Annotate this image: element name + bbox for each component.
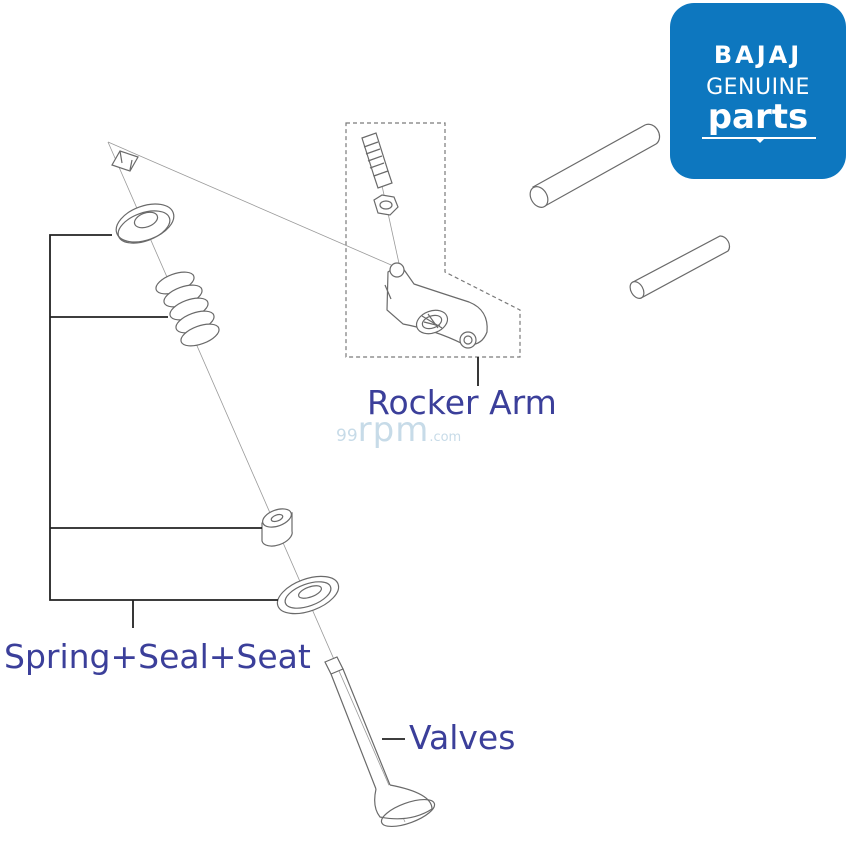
logo-tick-mark	[755, 138, 765, 143]
watermark-word: rpm	[357, 410, 430, 450]
rocker-shaft-short	[629, 235, 731, 299]
logo-parts: parts	[707, 97, 809, 137]
tappet-lock-nut	[373, 194, 399, 216]
site-watermark: 99rpm.com	[336, 410, 461, 450]
spring-retainer	[115, 203, 175, 244]
logo-genuine: GENUINE	[706, 75, 810, 100]
rocker-group-boundary	[345, 122, 521, 358]
rocker-shaft-long	[529, 123, 661, 208]
valve-spring	[155, 271, 220, 347]
valve-stem-seal	[261, 508, 293, 547]
tappet-adjusting-screw	[361, 132, 393, 189]
logo-brand: BAJAJ	[713, 41, 803, 69]
watermark-digits: 99	[336, 426, 358, 446]
valves-label: Valves	[409, 718, 516, 757]
rocker-arm-label: Rocker Arm	[367, 383, 557, 422]
bajaj-genuine-parts-logo: BAJAJ GENUINE parts	[670, 3, 846, 179]
watermark-suffix: .com	[429, 430, 462, 445]
valve-axis-line	[107, 141, 406, 823]
rocker-arm	[384, 262, 488, 349]
valve-cotter	[111, 150, 139, 172]
rocker-axis-line	[107, 141, 399, 269]
group-bracket	[49, 234, 278, 601]
engine-valve	[324, 656, 436, 828]
spring-seat-washer	[276, 575, 340, 615]
spring-seal-seat-label: Spring+Seal+Seat	[4, 637, 311, 676]
